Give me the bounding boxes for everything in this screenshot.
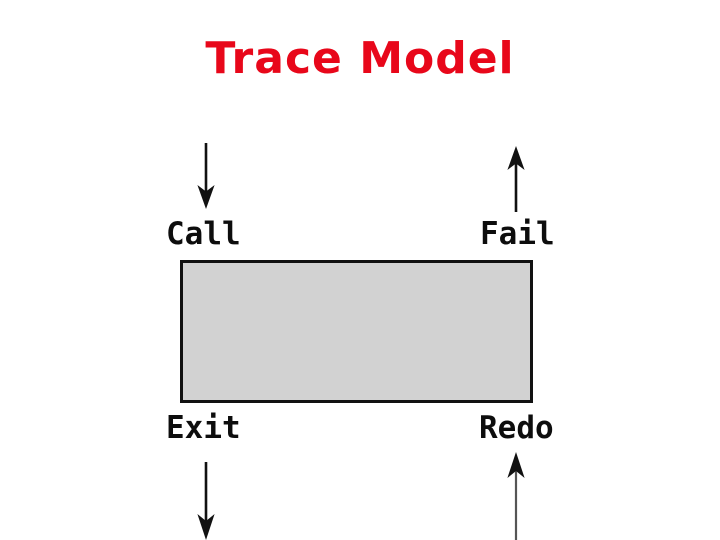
exit-down-arrow-icon: [197, 462, 215, 540]
page-title: Trace Model: [205, 33, 515, 84]
call-down-arrow-icon: [197, 143, 215, 209]
port-label-call: Call: [166, 216, 241, 252]
port-label-exit: Exit: [166, 410, 241, 446]
port-label-fail: Fail: [480, 216, 555, 252]
goal-box: [180, 260, 533, 403]
fail-up-arrow-icon: [507, 146, 525, 212]
redo-up-arrow-icon: [507, 452, 525, 540]
port-label-redo: Redo: [479, 410, 554, 446]
